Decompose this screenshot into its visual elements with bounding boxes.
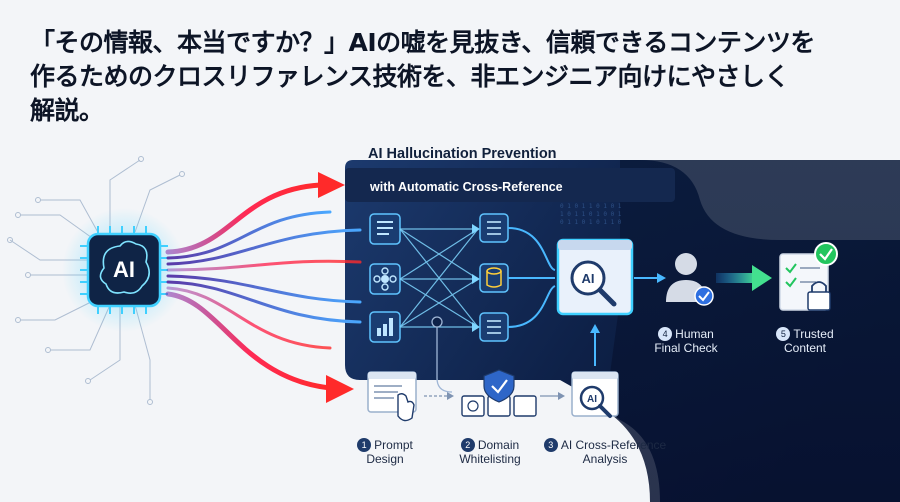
- svg-text:0 1 1 0 1 0 1 1 0: 0 1 1 0 1 0 1 1 0: [560, 219, 622, 226]
- ai-chip: AI: [80, 226, 168, 314]
- database-icon-top: [479, 213, 509, 243]
- arrow-step3-to-magnifier: [590, 324, 600, 366]
- subtitle-band: [345, 168, 675, 202]
- red-arrowhead-top: [318, 172, 345, 198]
- headline-line-2: 作るためのクロスリファレンス技術を、非エンジニア向けにやさしく: [30, 62, 790, 91]
- mesh-arrowheads: [472, 224, 480, 332]
- ai-cross-reference-icon: AI: [571, 371, 619, 418]
- step-1-number: 1: [357, 438, 372, 452]
- diagram-title: AI Hallucination Prevention: [368, 146, 557, 162]
- trusted-content-icon: [779, 242, 838, 311]
- document-icon: [369, 213, 401, 245]
- step-connector: [431, 316, 453, 393]
- arrow-step1-to-step2: [424, 392, 454, 400]
- database-icon-middle: [479, 263, 509, 293]
- database-icon-bottom: [479, 312, 509, 342]
- human-check-icon: [666, 253, 714, 306]
- prompt-design-icon: [367, 371, 417, 422]
- network-icon: [369, 263, 401, 295]
- red-arrowhead-bottom: [326, 375, 354, 403]
- green-arrow: [716, 265, 772, 291]
- arrow-step2-to-step3: [540, 392, 565, 400]
- domain-whitelisting-icon: [461, 369, 537, 417]
- ai-magnifier-window: AI: [556, 238, 634, 316]
- convergence-lines: [507, 227, 556, 328]
- arrow-magnifier-to-human: [634, 273, 666, 283]
- data-streams: [165, 182, 362, 391]
- chip-label: AI: [113, 257, 135, 282]
- headline-line-1: 「その情報、本当ですか？」AIの嘘を見抜き、信頼できるコンテンツを: [30, 28, 815, 57]
- svg-text:AI: AI: [587, 394, 597, 405]
- headline: 「その情報、本当ですか？」AIの嘘を見抜き、信頼できるコンテンツを 作るためのク…: [30, 26, 870, 128]
- diagram-subtitle: with Automatic Cross-Reference: [370, 180, 563, 194]
- step-4-number: 4: [658, 327, 673, 341]
- svg-text:0 1 0 1 1 0 1 0 1: 0 1 0 1 1 0 1 0 1: [560, 203, 622, 210]
- step-2-number: 2: [460, 438, 475, 452]
- bar-chart-icon: [369, 311, 401, 343]
- svg-text:1 0 1 1 0 1 0 0 1: 1 0 1 1 0 1 0 0 1: [560, 211, 622, 218]
- binary-pattern: 0 1 0 1 1 0 1 0 1 1 0 1 1 0 1 0 0 1 0 1 …: [560, 203, 622, 226]
- magnifier-label: AI: [582, 271, 595, 286]
- headline-line-3: 解説。: [30, 96, 104, 125]
- step-3-number: 3: [543, 438, 558, 452]
- step-5-number: 5: [776, 327, 791, 341]
